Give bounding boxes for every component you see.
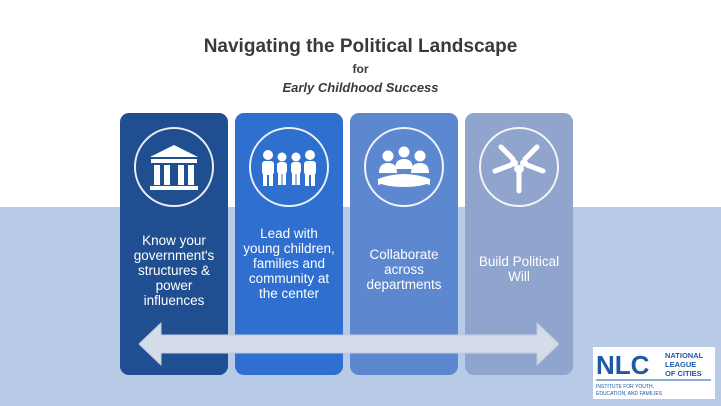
card-political-will: Build Political Will	[465, 113, 573, 375]
government-building-icon	[134, 127, 214, 207]
card-government: Know your government's structures & powe…	[120, 113, 228, 375]
card-collaborate: Collaborate across departments	[350, 113, 458, 375]
slide-subtitle: Early Childhood Success	[282, 80, 439, 95]
nlc-logo-icon: NLC NATIONAL LEAGUE OF CITIES INSTITUTE …	[596, 350, 711, 397]
card-lead-with-children: Lead with young children, families and c…	[235, 113, 343, 375]
card-label: Build Political Will	[478, 254, 560, 284]
double-arrow-icon	[139, 322, 559, 366]
nlc-logo: NLC NATIONAL LEAGUE OF CITIES INSTITUTE …	[593, 347, 715, 399]
joined-hands-icon	[479, 127, 559, 207]
logo-line2: LEAGUE	[665, 360, 696, 369]
card-label: Know your government's structures & powe…	[133, 233, 215, 308]
logo-abbr: NLC	[596, 350, 650, 380]
card-label: Collaborate across departments	[366, 247, 442, 292]
logo-line1: NATIONAL	[665, 351, 704, 360]
family-group-icon	[249, 127, 329, 207]
meeting-table-icon	[364, 127, 444, 207]
slide-subtitle-for: for	[352, 62, 369, 76]
logo-line3: OF CITIES	[665, 369, 702, 378]
card-label: Lead with young children, families and c…	[243, 226, 335, 301]
logo-tag1: INSTITUTE FOR YOUTH,	[596, 384, 654, 390]
logo-tag2: EDUCATION, AND FAMILIES	[596, 391, 663, 397]
slide-title: Navigating the Political Landscape	[203, 36, 518, 57]
